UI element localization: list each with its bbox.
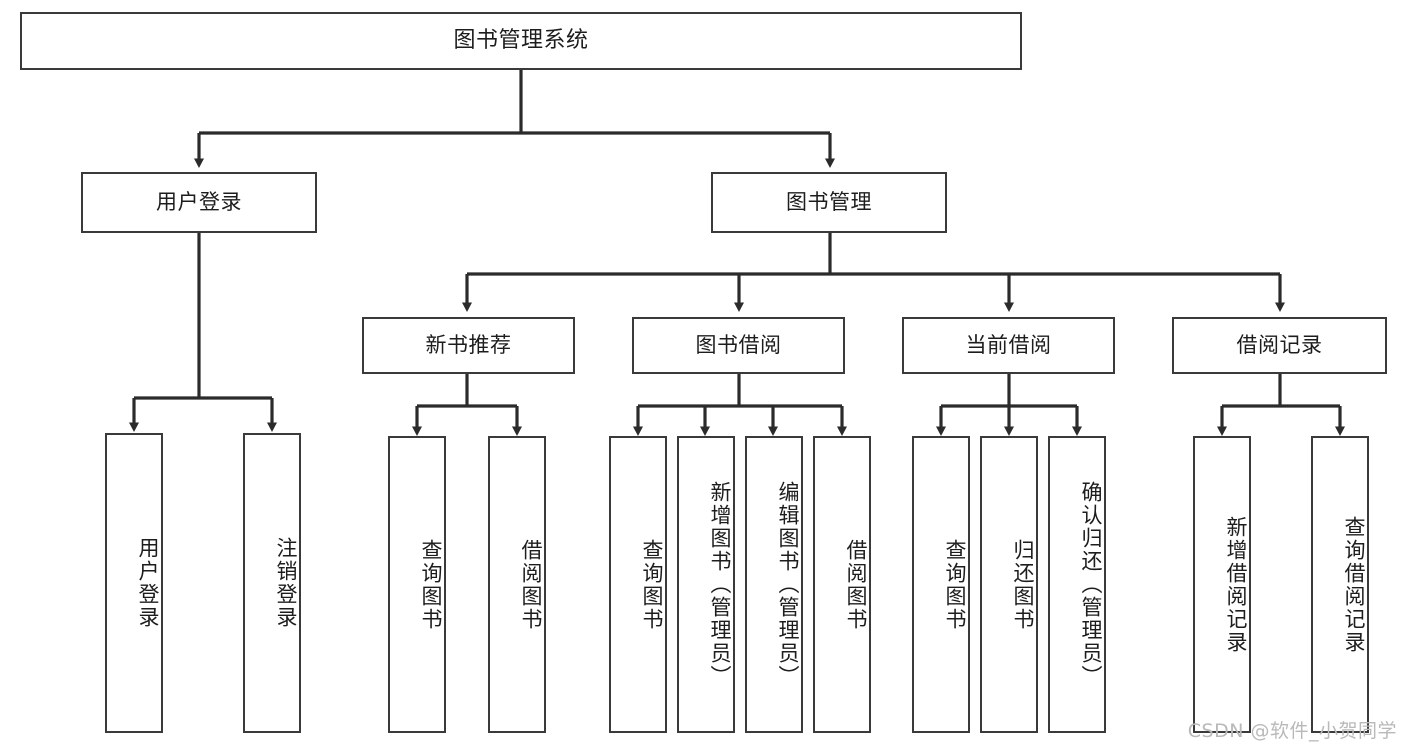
node-leaf-logout[interactable]: 注销登录: [243, 433, 301, 733]
node-leaf-return-book[interactable]: 归还图书: [980, 436, 1038, 733]
node-label: 编辑图书（管理员）: [776, 481, 800, 688]
node-book-manage[interactable]: 图书管理: [711, 172, 947, 233]
node-book-borrow[interactable]: 图书借阅: [632, 317, 845, 374]
node-label: 查询借阅记录: [1342, 515, 1366, 654]
node-root-system[interactable]: 图书管理系统: [20, 12, 1022, 70]
node-leaf-user-login[interactable]: 用户登录: [105, 433, 163, 733]
node-label: 当前借阅: [965, 332, 1052, 357]
node-new-book-recommend[interactable]: 新书推荐: [362, 317, 575, 374]
node-label: 注销登录: [274, 537, 298, 629]
node-leaf-borrow-book[interactable]: 借阅图书: [813, 436, 871, 733]
node-leaf-query-borrow-record[interactable]: 查询借阅记录: [1311, 436, 1369, 733]
node-user-login[interactable]: 用户登录: [81, 172, 317, 233]
node-label: 借阅图书: [844, 538, 868, 631]
node-current-borrow[interactable]: 当前借阅: [902, 317, 1115, 374]
node-label: 图书借阅: [695, 332, 782, 357]
node-label: 查询图书: [419, 538, 443, 631]
node-label: 借阅图书: [519, 538, 543, 631]
node-leaf-edit-book-admin[interactable]: 编辑图书（管理员）: [745, 436, 803, 733]
csdn-watermark: CSDN @软件_小贺同学: [1187, 720, 1397, 742]
node-label: 图书管理系统: [453, 27, 589, 53]
node-label: 新书推荐: [425, 332, 512, 357]
node-label: 借阅记录: [1236, 332, 1323, 357]
node-label: 查询图书: [943, 538, 967, 631]
node-leaf-query-book-recommend[interactable]: 查询图书: [388, 436, 446, 733]
node-leaf-add-borrow-record[interactable]: 新增借阅记录: [1193, 436, 1251, 733]
node-leaf-borrow-book-recommend[interactable]: 借阅图书: [488, 436, 546, 733]
node-leaf-confirm-return-admin[interactable]: 确认归还（管理员）: [1048, 436, 1106, 733]
node-label: 新增图书（管理员）: [708, 481, 732, 688]
node-leaf-query-book-current[interactable]: 查询图书: [912, 436, 970, 733]
node-leaf-query-book-borrow[interactable]: 查询图书: [609, 436, 667, 733]
node-label: 用户登录: [136, 537, 160, 629]
node-label: 查询图书: [640, 538, 664, 631]
node-label: 确认归还（管理员）: [1079, 481, 1103, 688]
node-borrow-record[interactable]: 借阅记录: [1172, 317, 1387, 374]
node-label: 用户登录: [156, 189, 242, 214]
node-leaf-add-book-admin[interactable]: 新增图书（管理员）: [677, 436, 735, 733]
node-label: 归还图书: [1011, 538, 1035, 631]
node-label: 新增借阅记录: [1224, 515, 1248, 654]
node-label: 图书管理: [786, 189, 872, 214]
